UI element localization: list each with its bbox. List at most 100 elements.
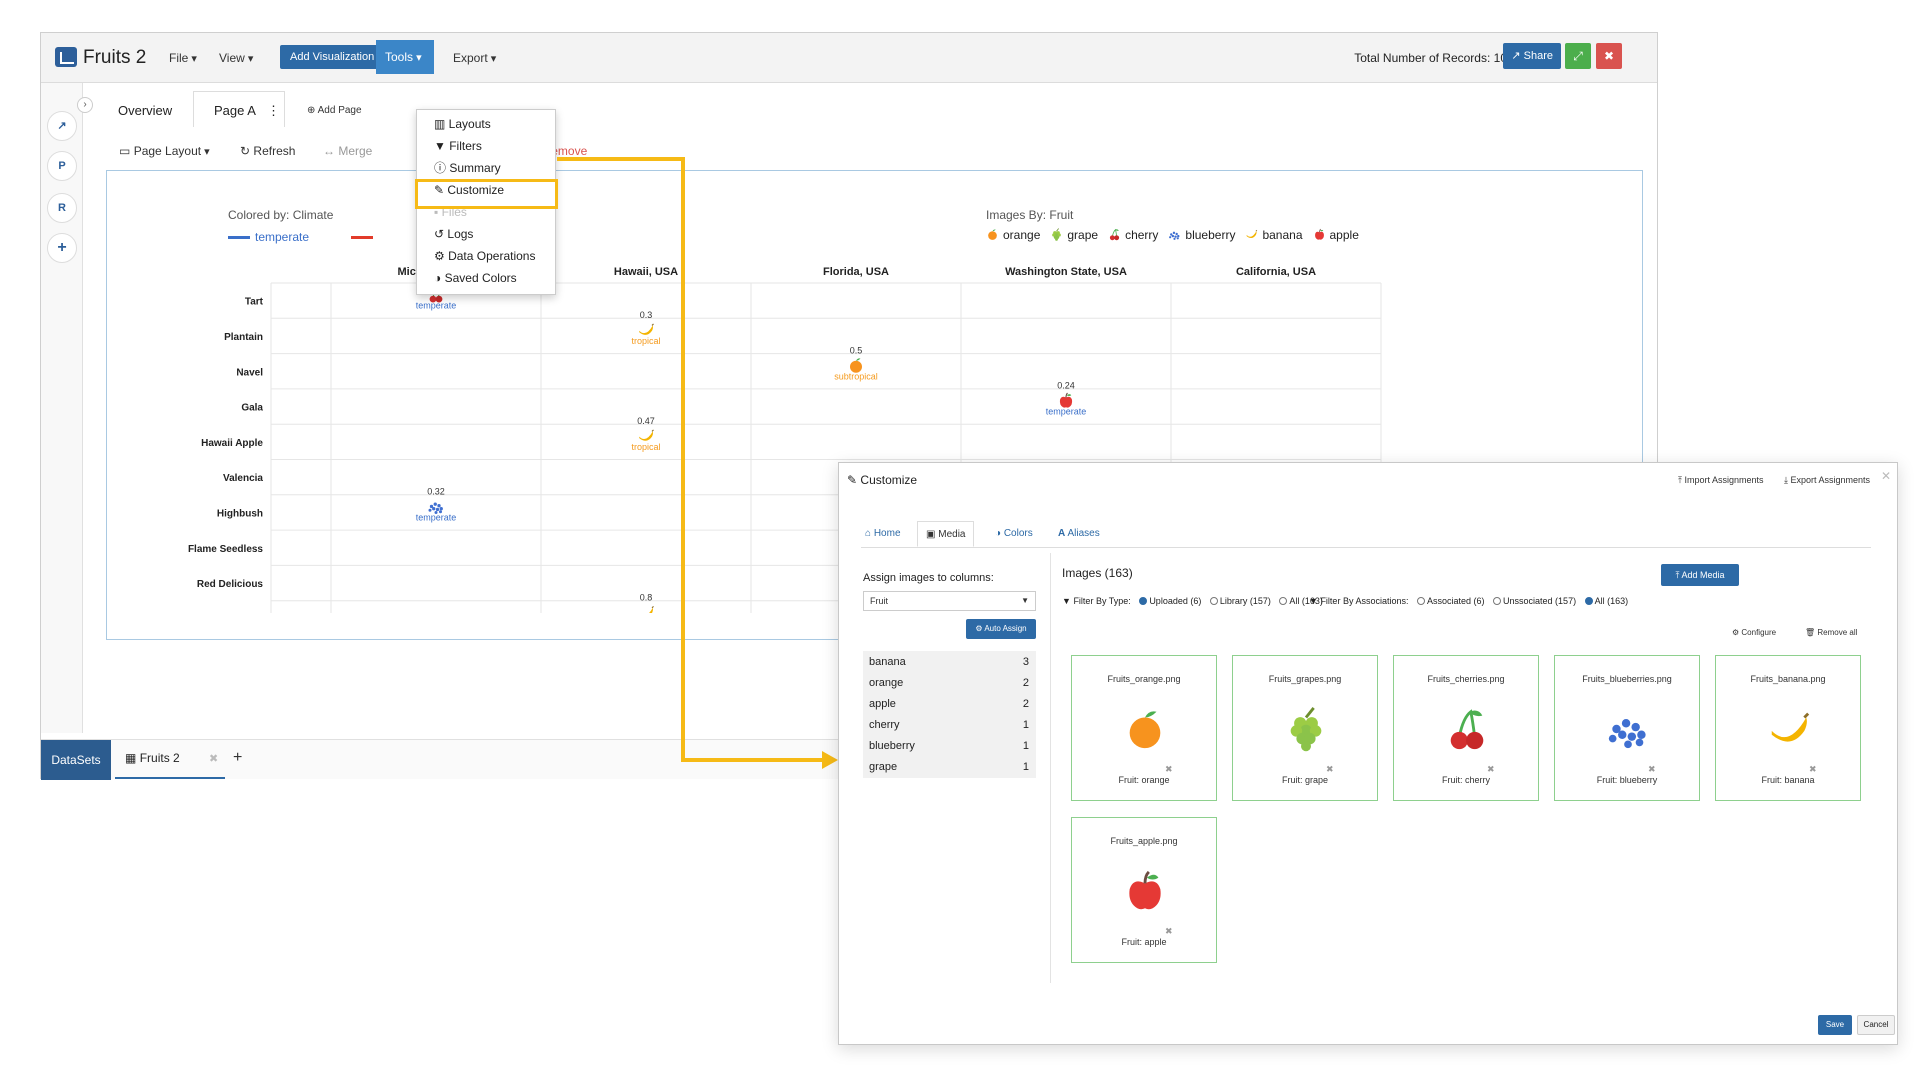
blueberry-icon [1169,231,1180,240]
media-card[interactable]: Fruits_orange.png✖Fruit: orange [1071,655,1217,801]
tools-menu-item-customize[interactable]: ✎ Customize [434,180,504,200]
filter-icon: ▼ [1309,596,1318,606]
chevron-right-icon[interactable]: › [77,97,93,113]
data-category-label: temperate [416,301,457,311]
kebab-menu-icon[interactable]: ⋮ [267,103,280,118]
media-card[interactable]: Fruits_apple.png✖Fruit: apple [1071,817,1217,963]
tools-menu-item-logs[interactable]: ↺ Logs [434,224,473,244]
radio-associated[interactable] [1416,597,1425,605]
export-assignments-link[interactable]: ⤓ Export Assignments [1784,475,1870,486]
chart-icon[interactable]: ↗ [47,111,77,141]
banana-marker[interactable] [638,605,655,613]
radio-unassociated-label: Unssociated (157) [1503,596,1577,606]
image-legend-label: grape [1067,228,1099,242]
banana-icon [1246,229,1258,239]
media-card[interactable]: Fruits_cherries.png✖Fruit: cherry [1393,655,1539,801]
radio-uploaded[interactable] [1139,597,1148,605]
view-menu[interactable]: View [219,51,253,65]
media-card[interactable]: Fruits_blueberries.png✖Fruit: blueberry [1554,655,1700,801]
data-category-label: subtropical [834,371,878,381]
radio-all-assoc[interactable] [1584,597,1593,605]
media-assignment-label: Fruit: apple [1121,937,1167,947]
assignment-row[interactable]: blueberry 1 [863,735,1036,757]
close-icon[interactable]: ✖ [1596,43,1622,69]
image-legend-label: banana [1262,228,1303,242]
tab-overview[interactable]: Overview [118,103,173,118]
tab-colors[interactable]: ◑ Colors [987,521,1041,547]
save-button[interactable]: Save [1818,1015,1852,1035]
legend-label-temperate: temperate [255,230,310,244]
remove-assignment-icon[interactable]: ✖ [1648,764,1656,774]
remove-assignment-icon[interactable]: ✖ [1165,926,1173,936]
assignment-count: 1 [1022,740,1029,752]
tools-menu-item-label: Summary [449,161,501,175]
add-visualization-button[interactable]: Add Visualization [280,45,385,69]
tools-menu-item-layouts[interactable]: ▥ Layouts [434,114,491,134]
share-button[interactable]: ↗ Share [1503,43,1561,69]
assignment-name: banana [869,656,906,668]
tools-menu-item-summary[interactable]: ⓘ Summary [434,158,501,178]
tools-menu-button[interactable]: Tools [376,40,434,74]
page-layout-button[interactable]: ▭ Page Layout [119,144,210,158]
dialog-title-text: Customize [860,473,918,487]
apple-marker[interactable] [1059,392,1073,409]
remove-assignment-icon[interactable]: ✖ [1487,764,1495,774]
configure-link[interactable]: ⚙ Configure [1732,628,1776,637]
grape-icon [1052,228,1062,242]
banana-marker[interactable] [638,323,655,336]
radio-library[interactable] [1209,597,1218,605]
cancel-button[interactable]: Cancel [1857,1015,1895,1035]
add-media-button[interactable]: ⤒ Add Media [1661,564,1739,586]
add-dataset-icon[interactable]: + [233,749,243,766]
tab-page-a[interactable]: Page A [214,103,256,118]
rail-r-button[interactable]: R [47,193,77,223]
tools-menu-item-filters[interactable]: ▼ Filters [434,136,482,156]
remove-assignment-icon[interactable]: ✖ [1165,764,1173,774]
export-menu[interactable]: Export [453,51,496,65]
import-label: Import Assignments [1684,475,1764,485]
datasets-tab[interactable]: DataSets [41,740,111,780]
tools-menu-item-saved-colors[interactable]: ◑ Saved Colors [434,268,517,288]
tab-aliases[interactable]: A Aliases [1050,521,1108,547]
banana-marker[interactable] [638,429,655,442]
file-menu[interactable]: File [169,51,197,65]
column-select[interactable]: Fruit▼ [863,591,1036,611]
assignment-count: 3 [1022,656,1029,668]
expand-icon[interactable]: ⤢ [1565,43,1591,69]
tab-home[interactable]: ⌂ Home [857,521,909,547]
tools-menu-item-data-operations[interactable]: ⚙ Data Operations [434,246,535,266]
merge-button[interactable]: ↔ Merge [323,144,372,158]
cherry-icon [1109,228,1120,241]
dialog-title: ✎ Customize [847,473,917,487]
refresh-button[interactable]: ↻ Refresh [240,144,295,158]
assign-label: Assign images to columns: [863,572,994,584]
data-category-label: temperate [1046,407,1087,417]
media-card[interactable]: Fruits_banana.png✖Fruit: banana [1715,655,1861,801]
remove-assignment-icon[interactable]: ✖ [1326,764,1334,774]
panel-divider [1050,553,1051,983]
radio-unassociated[interactable] [1493,597,1502,605]
dialog-close-icon[interactable]: ✕ [1880,469,1891,483]
rail-add-button[interactable]: + [47,233,77,263]
close-tab-icon[interactable]: ✖ [209,753,219,765]
radio-all-type[interactable] [1279,597,1288,605]
import-assignments-link[interactable]: ⤒ Import Assignments [1678,475,1764,486]
assignment-row[interactable]: banana 3 [863,651,1036,673]
rail-p-button[interactable]: P [47,151,77,181]
tab-media[interactable]: ▣ Media [917,521,975,547]
media-card[interactable]: Fruits_grapes.png✖Fruit: grape [1232,655,1378,801]
media-file-name: Fruits_cherries.png [1427,674,1505,684]
media-file-name: Fruits_banana.png [1750,674,1826,684]
add-page-button[interactable]: ⊕ Add Page [307,105,362,116]
total-records-text: Total Number of Records: 10 [1354,51,1507,65]
assignment-name: blueberry [869,740,915,752]
remove-all-link[interactable]: 🗑 Remove all [1805,628,1857,637]
data-value-label: 0.5 [850,345,863,355]
auto-assign-button[interactable]: ⚙ Auto Assign [966,619,1036,639]
dataset-tab-fruits2[interactable]: ▦ Fruits 2 [125,751,180,765]
remove-assignment-icon[interactable]: ✖ [1809,764,1817,774]
